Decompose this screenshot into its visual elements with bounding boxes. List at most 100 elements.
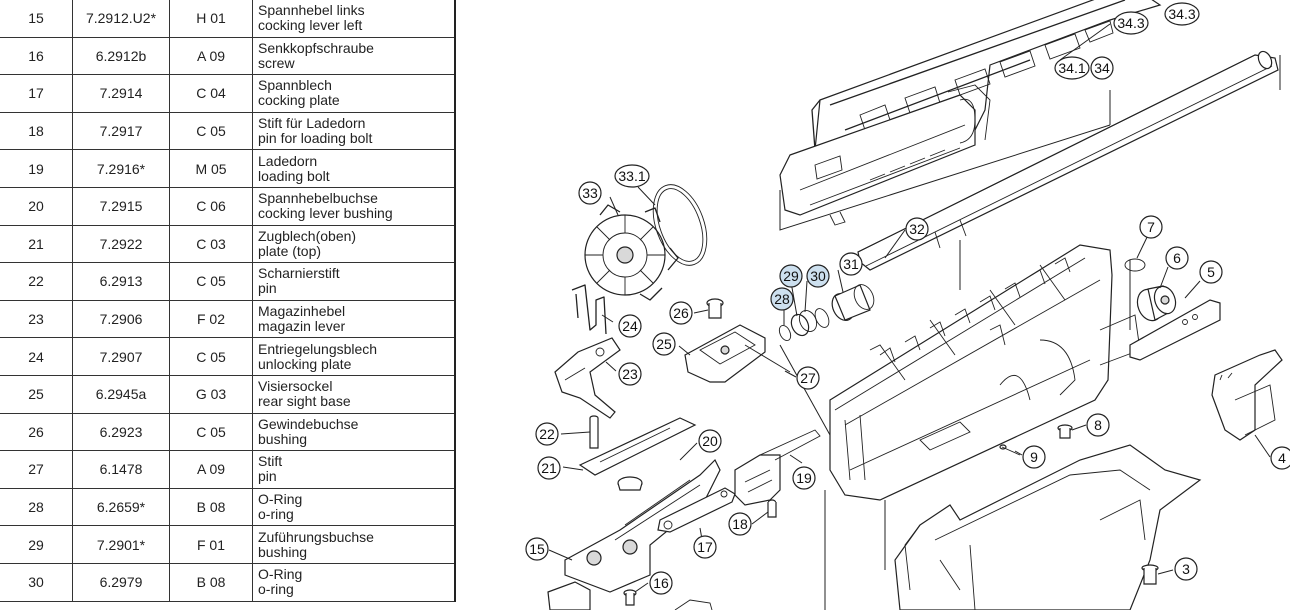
description-english: bushing — [258, 543, 308, 560]
callout-30: 30 — [806, 264, 830, 288]
part-number-cell: 7.2922 — [72, 225, 170, 264]
part-number-cell: 6.2923 — [72, 413, 170, 452]
part-screw-3 — [1141, 564, 1159, 585]
grid-cell: C 05 — [169, 413, 253, 452]
svg-text:18: 18 — [732, 516, 748, 532]
callout-31: 31 — [839, 252, 863, 276]
part-cocking-plate-17 — [657, 487, 736, 533]
description-german: Zuführungsbuchse — [258, 528, 374, 545]
callout-6: 6 — [1165, 246, 1189, 270]
grid-cell: H 01 — [169, 0, 253, 38]
part-bushing-26 — [706, 298, 724, 319]
position-cell: 15 — [0, 0, 73, 38]
part-loading-bolt — [734, 429, 821, 506]
position-cell: 26 — [0, 413, 73, 452]
part-number-cell: 7.2914 — [72, 74, 170, 113]
part-pin-18 — [767, 499, 777, 518]
svg-text:25: 25 — [656, 336, 672, 352]
part-bottom-fragment-2 — [674, 599, 713, 610]
grid-cell: F 01 — [169, 525, 253, 564]
description-english: o-ring — [258, 506, 294, 523]
part-pin-27 — [744, 344, 791, 373]
part-plate-5 — [1129, 299, 1221, 361]
svg-text:32: 32 — [909, 221, 925, 237]
part-roller-6 — [1136, 285, 1177, 322]
svg-text:6: 6 — [1173, 250, 1181, 266]
svg-text:20: 20 — [702, 433, 718, 449]
part-bushing-31 — [831, 284, 875, 321]
description-german: Stift für Ladedorn — [258, 115, 366, 132]
position-cell: 28 — [0, 488, 73, 527]
svg-text:30: 30 — [810, 268, 826, 284]
svg-text:19: 19 — [796, 470, 812, 486]
description-german: Gewindebuchse — [258, 415, 359, 432]
description-german: Spannhebelbuchse — [258, 190, 378, 207]
grid-cell: C 04 — [169, 74, 253, 113]
callout-4: 4 — [1270, 446, 1290, 470]
part-number-cell: 6.2945a — [72, 375, 170, 414]
part-number-cell: 6.1478 — [72, 450, 170, 489]
grid-cell: C 05 — [169, 337, 253, 376]
callout-34-3-b: 34.3 — [1164, 2, 1200, 26]
part-number-cell: 7.2915 — [72, 187, 170, 226]
description-english: unlocking plate — [258, 355, 352, 372]
exploded-diagram: 34.3 34.3 34.1 34 33 33.1 32 31 30 29 28… — [525, 0, 1290, 610]
callout-25: 25 — [652, 332, 676, 356]
callout-33-1: 33.1 — [614, 164, 650, 188]
description-english: pin — [258, 280, 277, 297]
part-number-cell: 6.2913 — [72, 262, 170, 301]
callout-34-1: 34.1 — [1054, 56, 1090, 80]
description-german: Ladedorn — [258, 152, 318, 169]
position-cell: 30 — [0, 563, 73, 602]
part-receiver — [829, 244, 1141, 501]
svg-text:34.1: 34.1 — [1058, 60, 1085, 76]
part-number-cell: 7.2906 — [72, 300, 170, 339]
svg-text:34: 34 — [1094, 60, 1110, 76]
callout-5: 5 — [1199, 260, 1223, 284]
callout-21: 21 — [537, 456, 561, 480]
part-lower-stock — [894, 444, 1202, 610]
part-number-cell: 7.2907 — [72, 337, 170, 376]
grid-cell: F 02 — [169, 300, 253, 339]
grid-cell: C 03 — [169, 225, 253, 264]
svg-text:34.3: 34.3 — [1168, 6, 1195, 22]
part-screw-16 — [623, 589, 637, 606]
svg-text:5: 5 — [1207, 264, 1215, 280]
part-number-cell: 7.2916* — [72, 149, 170, 188]
svg-text:3: 3 — [1182, 561, 1190, 577]
part-bushing-20 — [617, 476, 643, 491]
svg-text:26: 26 — [673, 305, 689, 321]
description-german: Visiersockel — [258, 378, 333, 395]
description-german: Zugblech(oben) — [258, 227, 357, 244]
part-screw-8 — [1057, 424, 1073, 439]
description-english: cocking lever bushing — [258, 205, 393, 222]
grid-cell: C 05 — [169, 262, 253, 301]
description-german: Scharnierstift — [258, 265, 340, 282]
svg-text:9: 9 — [1030, 449, 1038, 465]
svg-text:21: 21 — [541, 460, 557, 476]
callout-17: 17 — [693, 535, 717, 559]
grid-cell: B 08 — [169, 488, 253, 527]
description-german: Stift — [258, 453, 283, 470]
position-cell: 27 — [0, 450, 73, 489]
part-number-cell: 6.2979 — [72, 563, 170, 602]
position-cell: 18 — [0, 112, 73, 151]
position-cell: 16 — [0, 37, 73, 76]
description-english: cocking plate — [258, 92, 340, 109]
description-german: O-Ring — [258, 491, 303, 508]
